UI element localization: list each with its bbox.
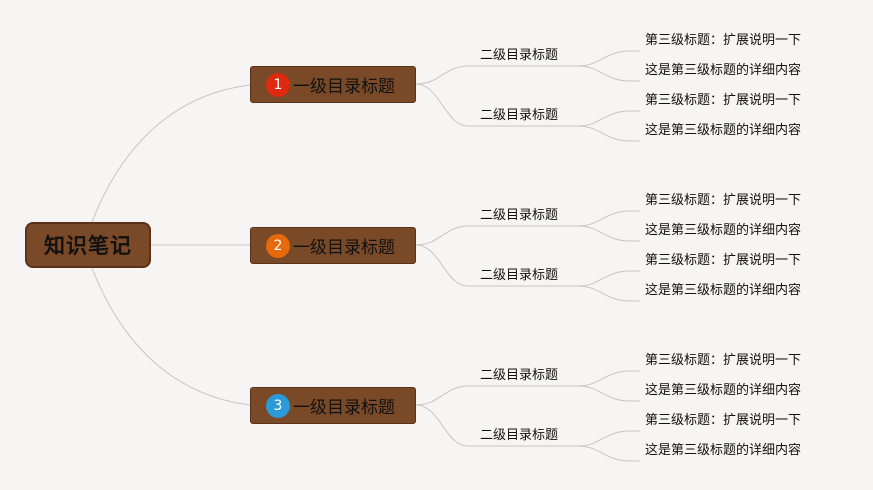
connector-line [91,84,251,223]
level3-node[interactable]: 第三级标题：扩展说明一下 [645,93,802,108]
connector-line [577,225,640,242]
level1-label: 一级目录标题 [293,398,395,418]
connector-line [577,210,640,227]
connector-line [577,445,640,462]
level2-node[interactable]: 二级目录标题 [480,368,559,383]
connector-line [577,110,640,127]
connector-line [415,385,578,406]
number-badge-icon: 2 [266,233,290,258]
level3-node[interactable]: 这是第三级标题的详细内容 [645,123,802,138]
level3-node[interactable]: 这是第三级标题的详细内容 [645,223,802,238]
connector-line [577,385,640,402]
level2-node[interactable]: 二级目录标题 [480,48,559,63]
connector-line [415,65,578,85]
root-node[interactable]: 知识笔记 [25,222,151,268]
level3-node[interactable]: 第三级标题：扩展说明一下 [645,33,802,48]
connector-line [577,125,640,142]
connector-line [577,50,640,67]
connector-line [577,370,640,387]
connector-line [91,267,251,406]
level3-node[interactable]: 这是第三级标题的详细内容 [645,63,802,78]
root-label: 知识笔记 [44,234,132,258]
connector-line [415,83,578,127]
level2-node[interactable]: 二级目录标题 [480,428,559,443]
level2-node[interactable]: 二级目录标题 [480,268,559,283]
connector-line [577,285,640,302]
number-badge-icon: 1 [266,72,290,97]
level3-node[interactable]: 第三级标题：扩展说明一下 [645,253,802,268]
level2-node[interactable]: 二级目录标题 [480,108,559,123]
connector-line [577,430,640,447]
level3-node[interactable]: 第三级标题：扩展说明一下 [645,353,802,368]
level1-label: 一级目录标题 [293,238,395,258]
level3-node[interactable]: 这是第三级标题的详细内容 [645,283,802,298]
connector-line [577,65,640,82]
level2-node[interactable]: 二级目录标题 [480,208,559,223]
connector-line [577,270,640,287]
connector-line [415,225,578,246]
level3-node[interactable]: 第三级标题：扩展说明一下 [645,413,802,428]
level3-node[interactable]: 这是第三级标题的详细内容 [645,443,802,458]
connector-line [415,404,578,447]
connector-line [415,244,578,287]
level3-node[interactable]: 第三级标题：扩展说明一下 [645,193,802,208]
level1-label: 一级目录标题 [293,77,395,97]
level3-node[interactable]: 这是第三级标题的详细内容 [645,383,802,398]
number-badge-icon: 3 [266,393,290,418]
